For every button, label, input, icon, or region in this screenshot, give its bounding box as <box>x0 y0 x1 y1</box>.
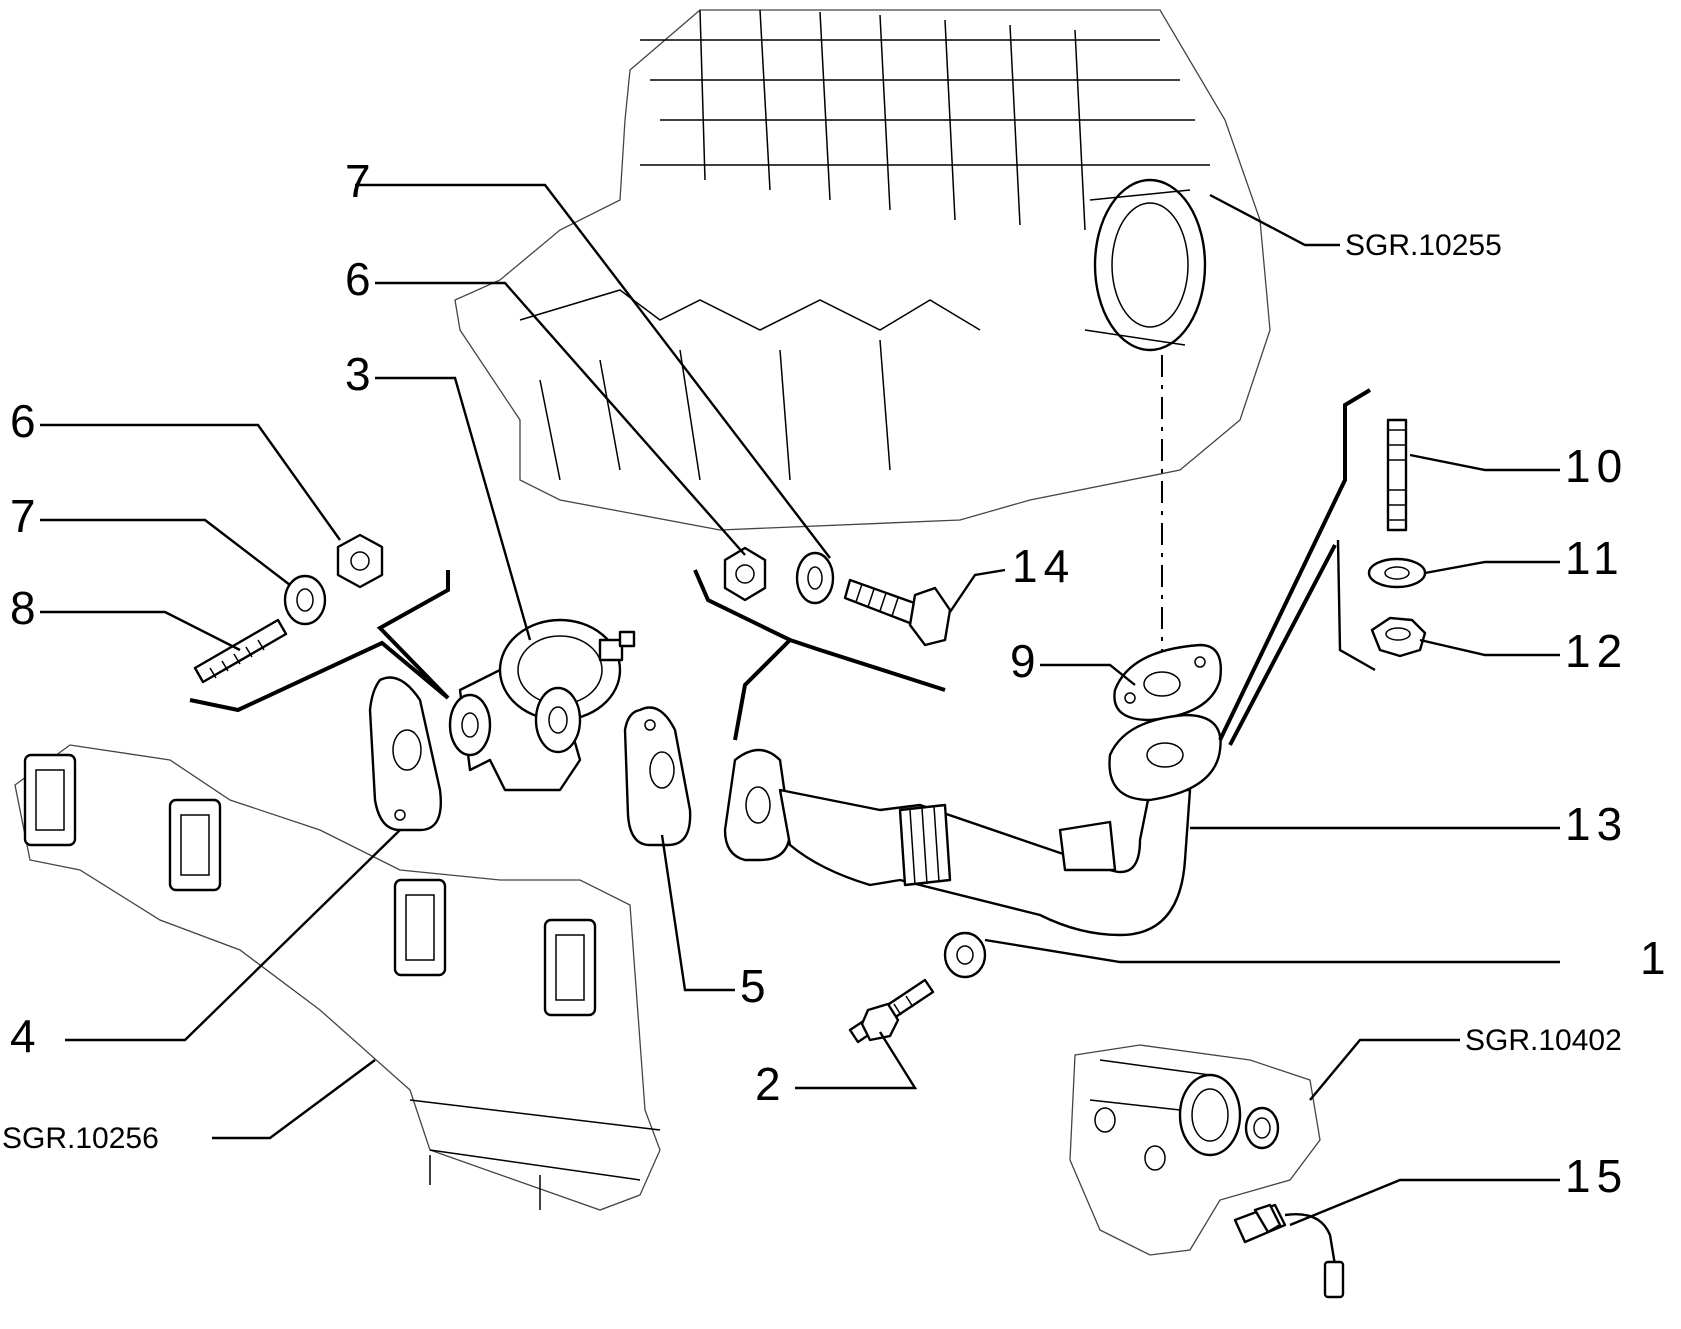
stud-10 <box>1386 418 1408 532</box>
callout-9: 9 <box>1010 635 1042 687</box>
callout-7-top: 7 <box>345 155 377 207</box>
callout-1: 1 <box>1640 932 1672 984</box>
washer-7-right <box>795 551 835 605</box>
gasket-5 <box>623 706 692 847</box>
egr-pipe-13 <box>723 713 1222 937</box>
callout-4: 4 <box>10 1010 42 1062</box>
nut-6-left <box>336 533 384 589</box>
callout-8: 8 <box>10 582 42 634</box>
thermostat-housing <box>1069 1044 1321 1256</box>
egr-valve <box>448 618 636 792</box>
stud-8 <box>193 618 288 684</box>
callout-6-top: 6 <box>345 253 377 305</box>
gasket-9 <box>1113 643 1222 722</box>
reference-sgr-10256: SGR.10256 <box>2 1122 159 1155</box>
group-bracket <box>1218 388 1372 746</box>
reference-labels: SGR.10255 SGR.10256 SGR.10402 <box>2 229 1622 1155</box>
callout-6-left: 6 <box>10 395 42 447</box>
callout-7-left: 7 <box>10 490 42 542</box>
group-bracket <box>693 569 946 741</box>
temperature-sensor-15 <box>1233 1203 1345 1299</box>
callout-12: 12 <box>1565 625 1628 677</box>
leader-lines <box>40 183 1560 1227</box>
group-bracket <box>189 570 450 713</box>
washer-7-left <box>283 574 327 626</box>
callout-3: 3 <box>345 348 377 400</box>
callout-10: 10 <box>1565 440 1628 492</box>
callout-5: 5 <box>740 960 772 1012</box>
callout-2: 2 <box>755 1058 787 1110</box>
intake-manifold-drawing <box>454 9 1271 531</box>
callout-labels: 7 6 3 6 7 8 14 9 10 11 12 13 1 5 4 2 15 <box>10 155 1672 1202</box>
callout-11: 11 <box>1565 532 1625 584</box>
callout-15: 15 <box>1565 1150 1628 1202</box>
callout-13: 13 <box>1565 798 1628 850</box>
bolt-14 <box>843 578 952 647</box>
washer-11 <box>1367 557 1427 589</box>
nut-6-right <box>723 546 767 602</box>
exhaust-manifold-drawing <box>14 744 661 1211</box>
gasket-4 <box>368 676 442 832</box>
stud-2 <box>848 978 935 1044</box>
washer-1 <box>943 931 987 979</box>
reference-sgr-10402: SGR.10402 <box>1465 1024 1622 1057</box>
group-bracket <box>1336 539 1376 672</box>
callout-14: 14 <box>1012 540 1075 592</box>
nut-12 <box>1370 616 1427 658</box>
reference-sgr-10255: SGR.10255 <box>1345 229 1502 262</box>
